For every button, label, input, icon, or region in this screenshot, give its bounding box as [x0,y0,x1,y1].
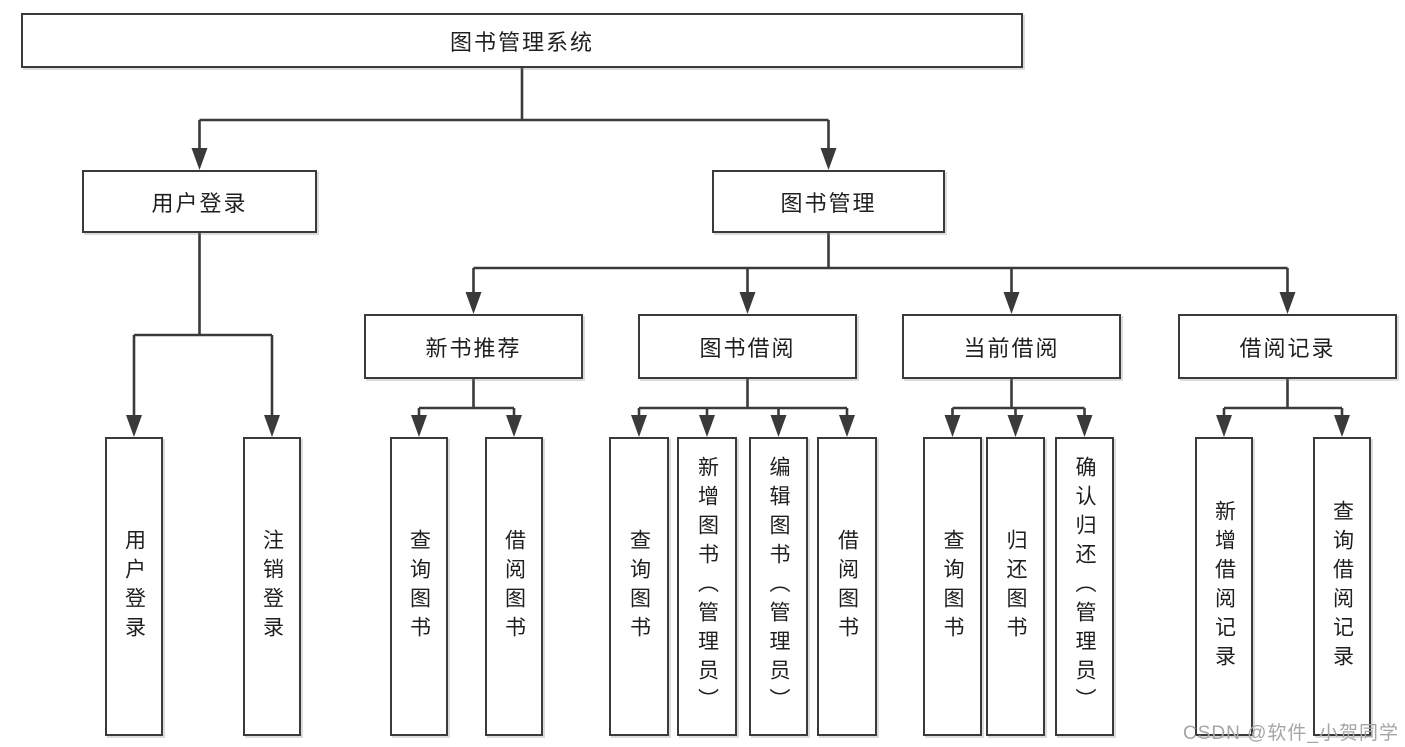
node-user-login: 用户登录 [82,170,317,233]
node-library-system: 图书管理系统 [21,13,1023,68]
arrowheads-book-borrow-children [631,415,855,437]
node-confirm-return-admin: 确认归还（管理员） [1055,437,1114,736]
node-borrow-books: 借阅图书 [817,437,877,736]
node-current-borrowing-label: 当前借阅 [963,335,1060,361]
node-query-borrow-record: 查询借阅记录 [1313,437,1371,736]
node-logout-label: 注销登录 [260,528,284,645]
node-query-books-current-label: 查询图书 [941,528,964,645]
edge-borrow-records-to-children [1222,379,1344,416]
node-borrow-books-recommend-label: 借阅图书 [502,528,526,645]
node-borrowing-records: 借阅记录 [1178,314,1397,379]
node-query-borrow-record-label: 查询借阅记录 [1330,499,1354,674]
node-return-books-label: 归还图书 [1004,528,1027,645]
node-user-login-action-label: 用户登录 [122,528,146,645]
node-add-books-admin-label: 新增图书（管理员） [695,456,719,717]
edge-book-borrow-to-children [637,379,849,416]
edge-new-book-rec-to-children [417,379,516,416]
node-new-book-recommend: 新书推荐 [364,314,583,379]
node-query-books-recommend: 查询图书 [390,437,448,736]
arrowheads-borrow-records-children [1216,415,1350,437]
node-library-system-label: 图书管理系统 [449,29,594,55]
node-query-books-recommend-label: 查询图书 [407,528,431,645]
arrowheads-book-mgmt-level3 [465,292,1296,314]
edge-book-mgmt-to-level3 [472,233,1289,293]
node-borrow-books-recommend: 借阅图书 [485,437,543,736]
node-edit-books-admin: 编辑图书（管理员） [749,437,808,736]
node-book-borrowing-label: 图书借阅 [699,335,796,361]
node-confirm-return-admin-label: 确认归还（管理员） [1073,456,1096,717]
node-add-borrow-record-label: 新增借阅记录 [1212,499,1236,674]
arrowheads-root-to-level2 [191,148,837,170]
node-new-book-recommend-label: 新书推荐 [425,335,522,361]
node-borrow-books-label: 借阅图书 [835,528,859,645]
node-user-login-action: 用户登录 [105,437,163,736]
arrowheads-current-borrow-children [944,415,1093,437]
node-book-borrowing: 图书借阅 [638,314,857,379]
node-edit-books-admin-label: 编辑图书（管理员） [767,456,790,717]
node-book-management: 图书管理 [712,170,945,233]
node-current-borrowing: 当前借阅 [902,314,1121,379]
node-query-books-borrow-label: 查询图书 [627,528,651,645]
node-book-management-label: 图书管理 [780,190,877,216]
node-logout: 注销登录 [243,437,301,736]
node-user-login-label: 用户登录 [151,190,248,216]
edge-root-to-level2 [198,68,830,149]
edge-current-borrow-to-children [951,379,1086,416]
node-add-borrow-record: 新增借阅记录 [1195,437,1253,736]
node-query-books-current: 查询图书 [923,437,982,736]
node-query-books-borrow: 查询图书 [609,437,669,736]
arrowheads-new-book-rec-children [411,415,522,437]
node-borrowing-records-label: 借阅记录 [1239,335,1336,361]
csdn-watermark: CSDN @软件_小贺同学 [1183,723,1399,744]
node-add-books-admin: 新增图书（管理员） [677,437,737,736]
edge-user-login-to-children [132,233,274,416]
node-return-books: 归还图书 [986,437,1045,736]
arrowheads-user-login-children [126,415,280,437]
